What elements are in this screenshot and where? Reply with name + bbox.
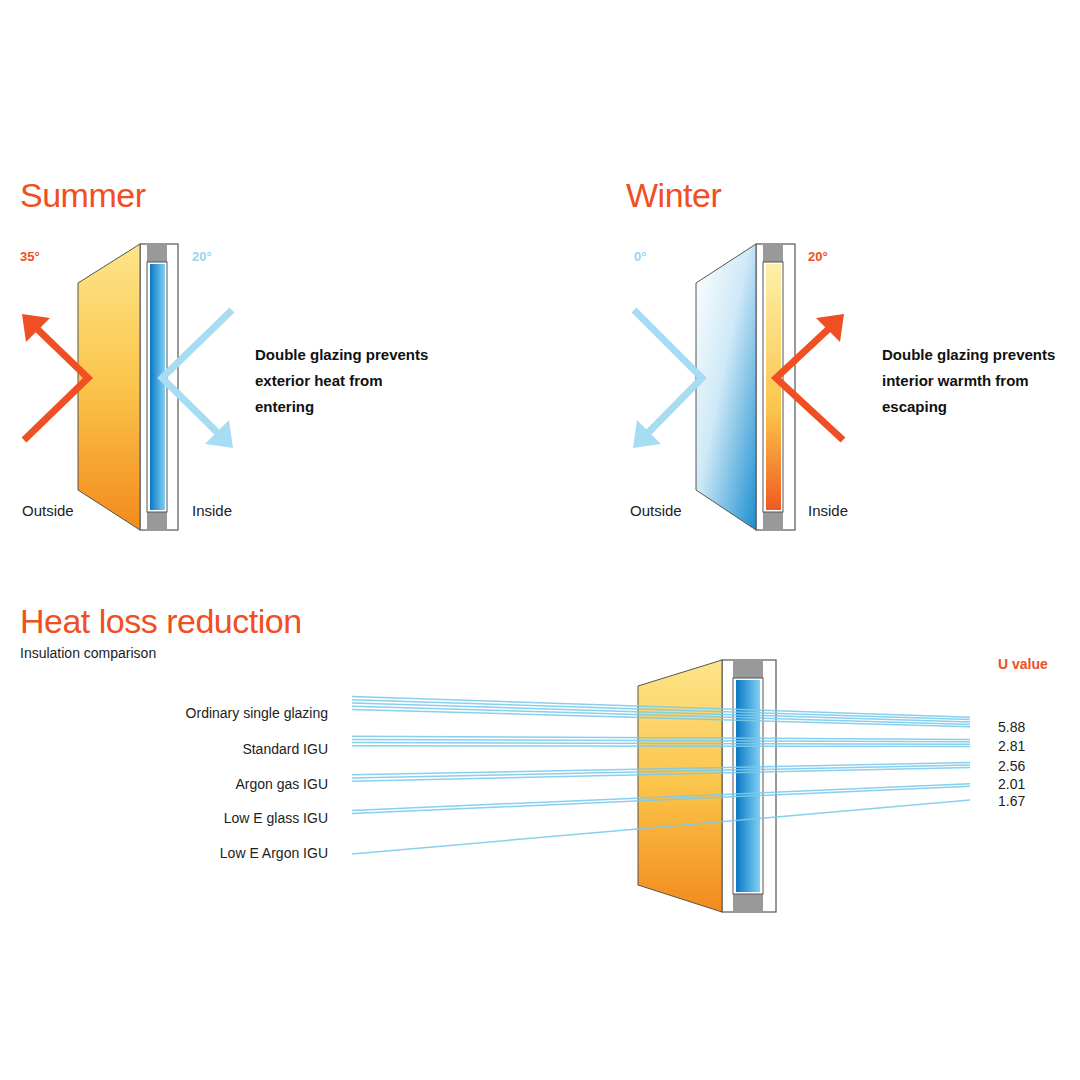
u-value: 1.67 — [998, 792, 1025, 810]
section-heading: Heat loss reduction — [20, 601, 302, 642]
section-heading: Summer — [20, 175, 145, 216]
temperature-label: 20° — [808, 249, 828, 265]
insulation-rays — [352, 697, 970, 854]
heat-ray — [352, 709, 970, 726]
heat-ray — [352, 784, 970, 811]
temperature-label: 20° — [192, 249, 212, 265]
heat-ray — [352, 700, 970, 720]
side-label: Inside — [192, 502, 232, 520]
section-heading: Winter — [626, 175, 721, 216]
heat-ray — [352, 697, 970, 718]
subheading: Insulation comparison — [20, 645, 156, 662]
heat-ray — [352, 765, 970, 778]
side-label: Outside — [22, 502, 74, 520]
heat-ray — [352, 786, 970, 813]
glazing-type: Argon gas IGU — [235, 776, 328, 793]
winter-window — [696, 244, 795, 530]
side-label: Outside — [630, 502, 682, 520]
temperature-label: 0° — [634, 249, 646, 265]
heat-ray — [352, 743, 970, 745]
summer-arrows — [22, 310, 233, 448]
glazing-type: Low E Argon IGU — [220, 845, 328, 862]
glazing-type: Low E glass IGU — [224, 810, 328, 827]
comparison-window — [638, 660, 776, 912]
heat-ray — [352, 736, 970, 739]
heat-ray — [352, 739, 970, 741]
u-value: 2.56 — [998, 757, 1025, 775]
column-heading: U value — [998, 656, 1048, 673]
winter-arrows — [633, 310, 844, 448]
glazing-type: Standard IGU — [242, 741, 328, 758]
temperature-label: 35° — [20, 249, 40, 265]
u-value: 2.01 — [998, 775, 1025, 793]
heat-ray — [352, 767, 970, 781]
u-value: 2.81 — [998, 737, 1025, 755]
heat-ray — [352, 706, 970, 724]
heat-ray — [352, 745, 970, 747]
side-label: Inside — [808, 502, 848, 520]
explanation-note: Double glazing prevents exterior heat fr… — [255, 342, 445, 420]
u-value: 5.88 — [998, 718, 1025, 736]
summer-window — [78, 244, 178, 530]
explanation-note: Double glazing prevents interior warmth … — [882, 342, 1072, 420]
glazing-type: Ordinary single glazing — [186, 705, 328, 722]
heat-ray — [352, 763, 970, 775]
heat-ray — [352, 800, 970, 854]
